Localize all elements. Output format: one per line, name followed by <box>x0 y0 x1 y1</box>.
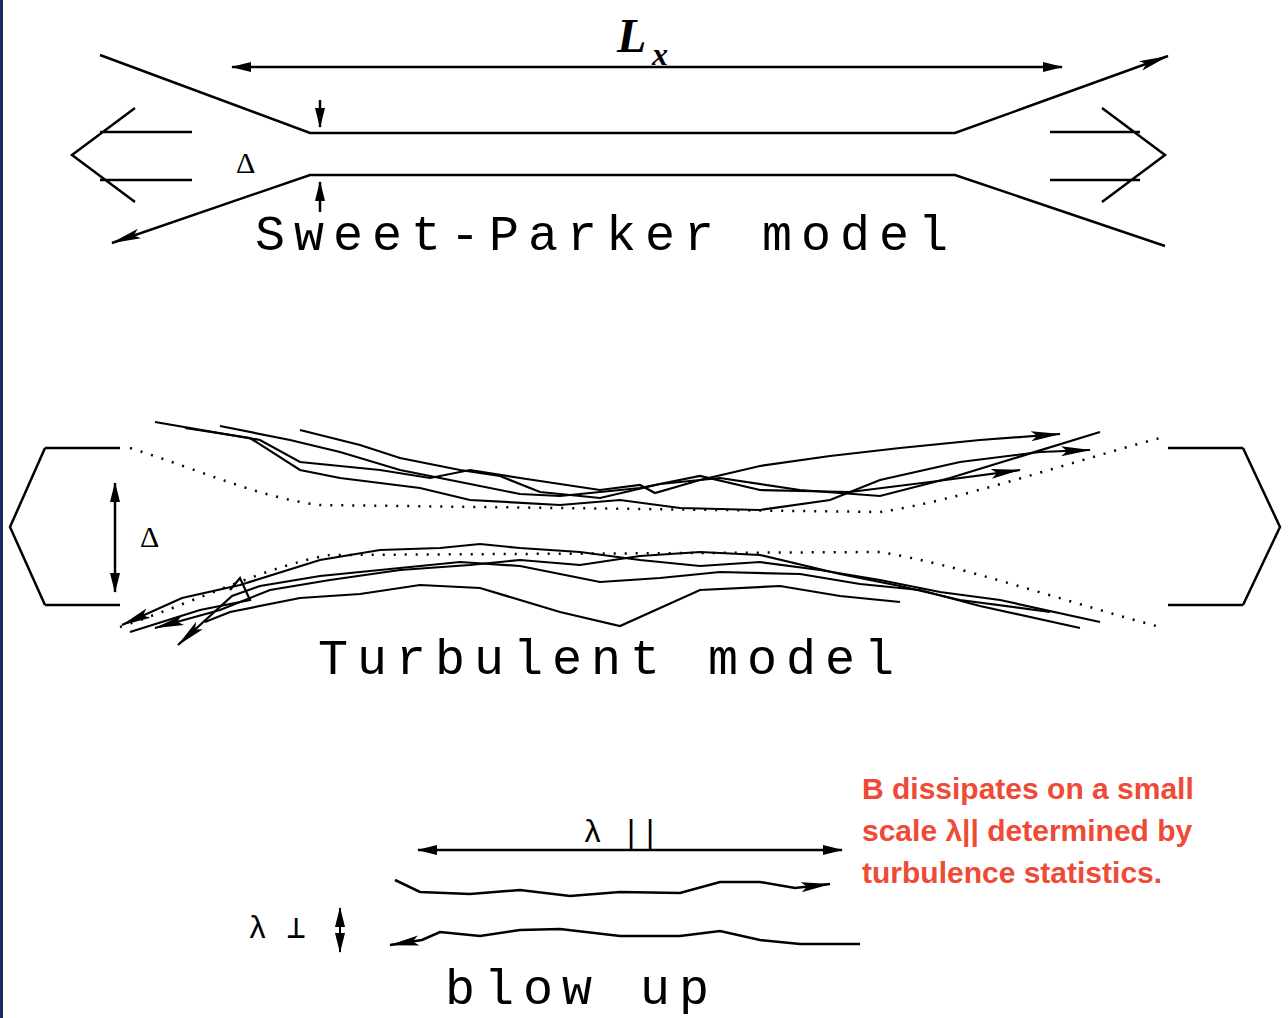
turbulent-sheet <box>10 422 1280 645</box>
annotation-note: B dissipates on a small scale λ|| determ… <box>862 768 1272 894</box>
length-subscript: x <box>652 38 668 70</box>
edge-bar <box>0 0 3 1018</box>
thickness-symbol: Δ <box>236 148 255 178</box>
parallel-scale: λ || <box>583 818 660 850</box>
length-symbol: L <box>617 12 646 60</box>
model-title: Turbulent model <box>318 636 903 686</box>
blow-up-detail <box>340 850 860 952</box>
detail-title: blow up <box>445 966 718 1016</box>
perpendicular-scale: λ ⊥ <box>248 914 306 946</box>
model-title: Sweet-Parker model <box>255 212 957 262</box>
thickness-symbol: Δ <box>140 522 159 552</box>
